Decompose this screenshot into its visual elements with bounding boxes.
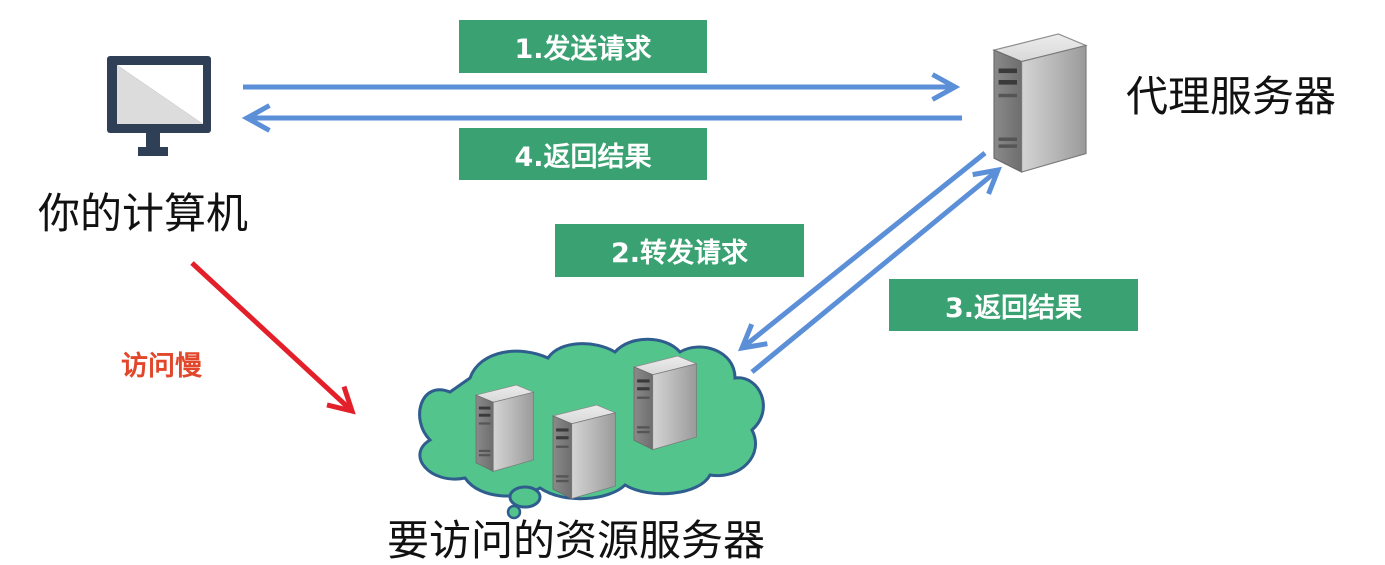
step-send-request: 1.发送请求	[459, 20, 707, 73]
cloud-bubble	[506, 504, 522, 520]
computer-label: 你的计算机	[38, 189, 249, 238]
step-return-result-4: 4.返回结果	[459, 128, 707, 180]
cloud-bubble	[508, 485, 542, 509]
resource-server-icon	[475, 384, 534, 472]
resource-server-icon	[633, 355, 697, 450]
arrow-forward-request	[742, 151, 987, 348]
resource-server-label: 要访问的资源服务器	[387, 516, 766, 565]
step-forward-request: 2.转发请求	[555, 224, 804, 277]
computer-icon	[107, 56, 211, 156]
resource-server-icon	[552, 404, 616, 499]
arrow-slow-access	[190, 261, 352, 411]
arrow-return-result-3	[750, 170, 998, 374]
slow-access-label: 访问慢	[121, 351, 202, 382]
step-return-result-3: 3.返回结果	[889, 279, 1138, 331]
proxy-server-icon	[993, 33, 1087, 173]
proxy-server-label: 代理服务器	[1126, 72, 1337, 121]
